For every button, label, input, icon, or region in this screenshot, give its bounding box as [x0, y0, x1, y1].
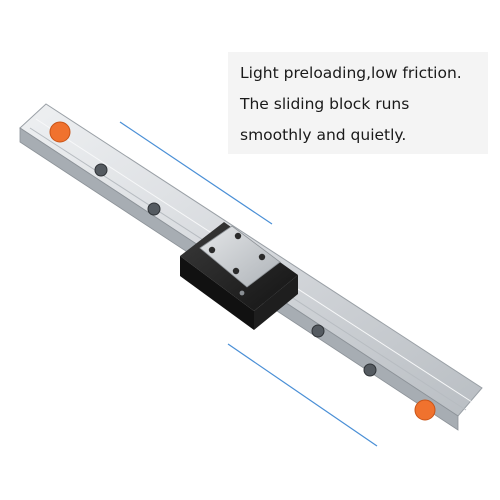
sliding-block — [180, 222, 298, 330]
end-cap-right — [414, 399, 436, 421]
feature-caption: Light preloading,low friction. The slidi… — [228, 52, 488, 154]
caption-line-3: smoothly and quietly. — [240, 126, 407, 144]
motion-line-upper — [119, 121, 273, 225]
motion-line-lower — [227, 343, 378, 447]
caption-line-2: The sliding block runs — [240, 95, 410, 113]
end-cap-left — [49, 121, 71, 143]
caption-line-1: Light preloading,low friction. — [240, 64, 462, 82]
rail-mounting-holes — [94, 163, 377, 377]
